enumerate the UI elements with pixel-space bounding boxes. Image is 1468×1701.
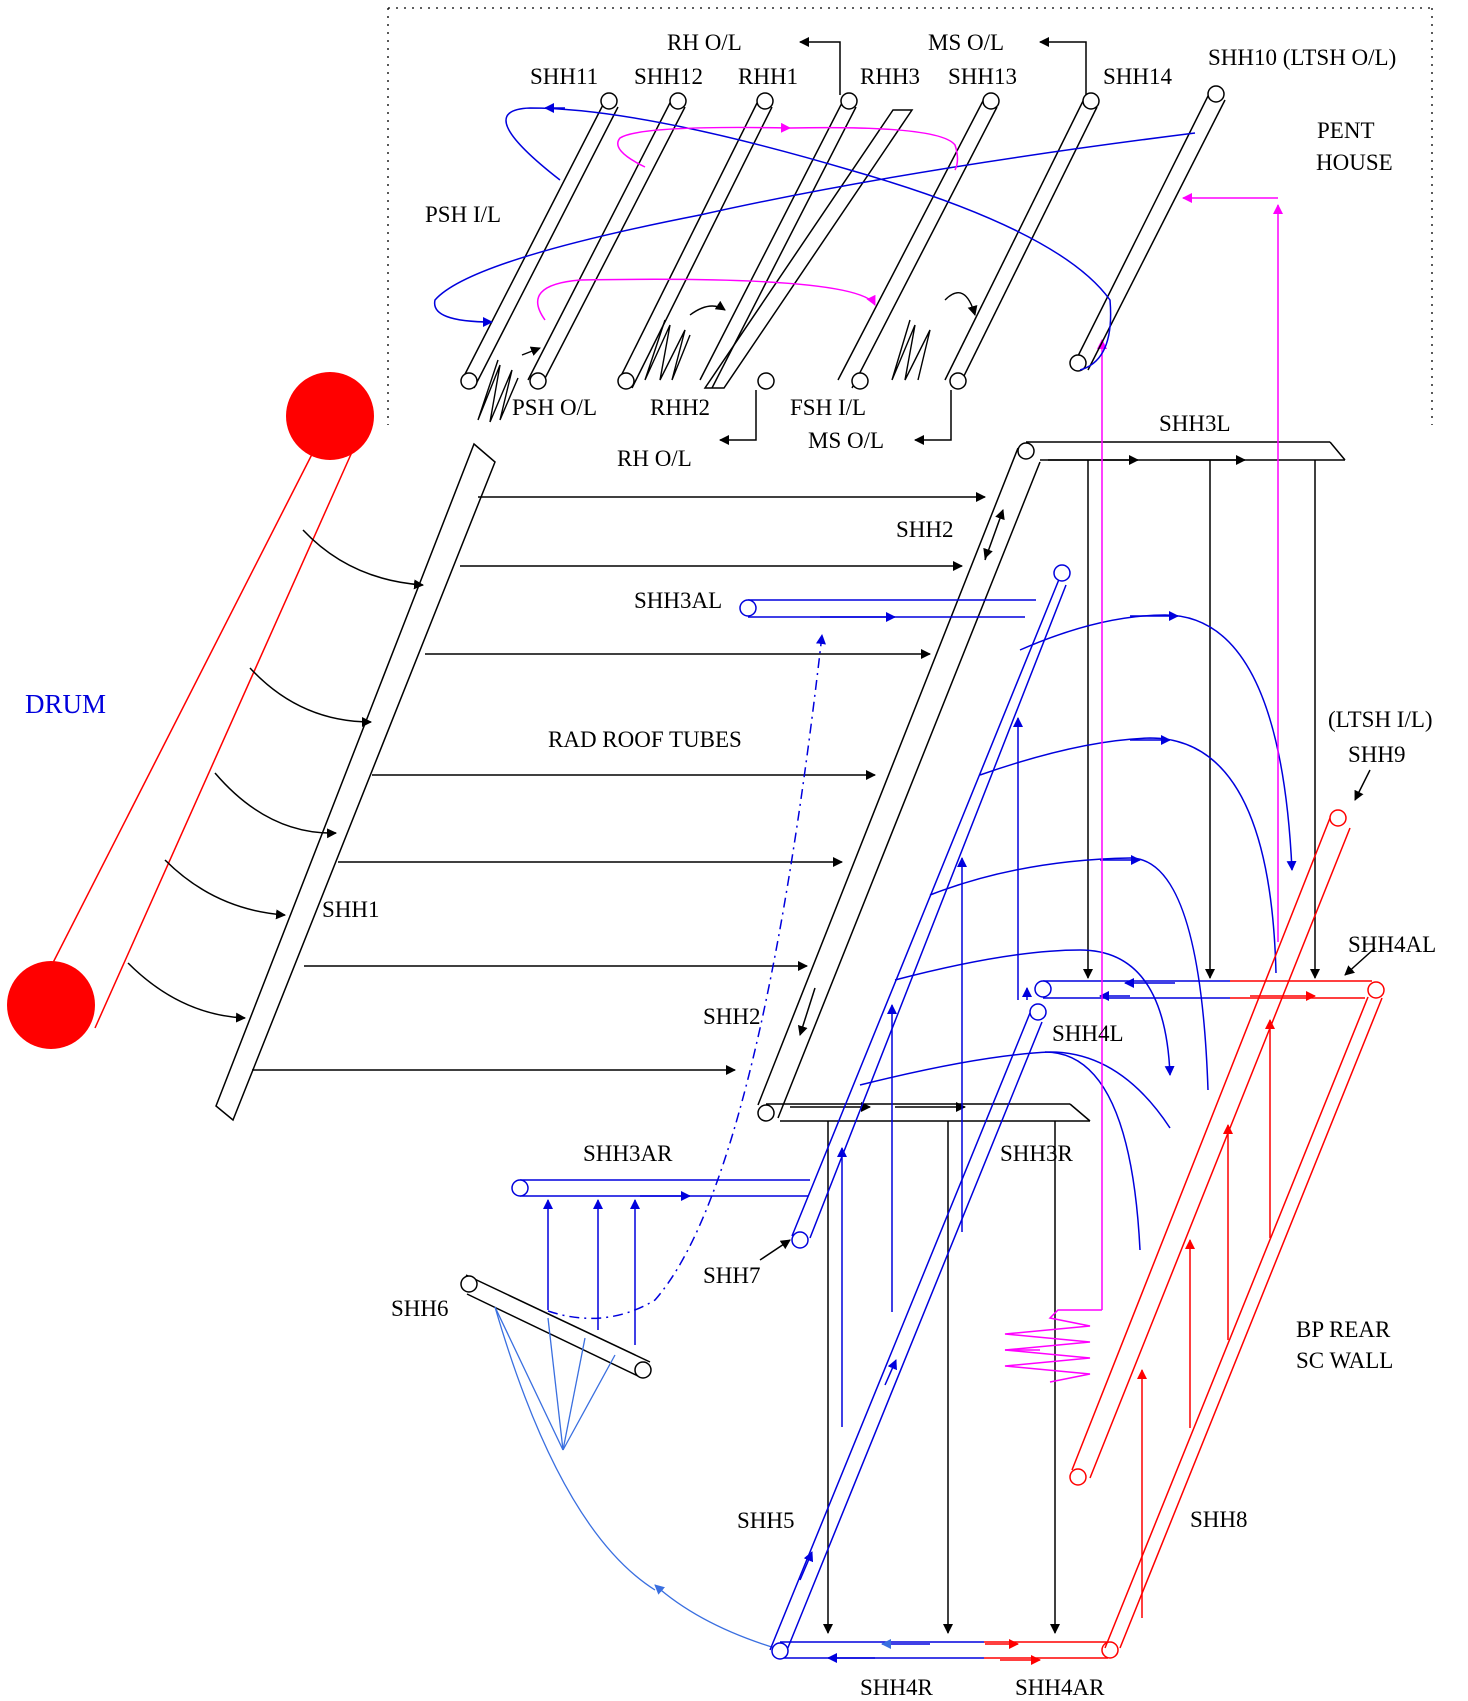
penthouse-loops xyxy=(433,103,1196,371)
shh1-header xyxy=(215,442,496,1122)
shh3al-header xyxy=(739,599,1036,622)
label-ms-ol-bottom: MS O/L xyxy=(808,428,884,453)
label-rh-ol-top: RH O/L xyxy=(667,30,742,55)
shh6-header xyxy=(460,1274,652,1379)
label-fsh-il: FSH I/L xyxy=(790,395,866,420)
label-shh8: SHH8 xyxy=(1190,1507,1248,1532)
label-shh3al: SHH3AL xyxy=(634,588,722,613)
shh8-header xyxy=(1104,996,1383,1649)
label-bp-rear-2: SC WALL xyxy=(1296,1348,1393,1373)
label-psh-il: PSH I/L xyxy=(425,202,501,227)
shh4ar-header xyxy=(984,1639,1119,1665)
label-rh-ol-bottom: RH O/L xyxy=(617,446,692,471)
label-ltsh-il: (LTSH I/L) xyxy=(1328,707,1433,732)
penthouse-coils xyxy=(477,292,978,423)
drum-bottom-end xyxy=(7,961,95,1049)
shh7-header xyxy=(791,564,1071,1249)
shh6-to-shh3ar-risers xyxy=(543,1199,640,1345)
labels: DRUM RAD ROOF TUBES PENT HOUSE BP REAR S… xyxy=(25,30,1436,1700)
label-pent-house-1: PENT xyxy=(1317,118,1375,143)
shh4al-header xyxy=(1230,980,1385,1001)
drum-top-end xyxy=(286,372,374,460)
label-shh2-top: SHH2 xyxy=(896,517,954,542)
label-rhh3: RHH3 xyxy=(860,64,920,89)
label-rad-roof-tubes: RAD ROOF TUBES xyxy=(548,727,742,752)
label-pent-house-2: HOUSE xyxy=(1316,150,1393,175)
pointer-arrows xyxy=(759,769,1376,1261)
rad-roof-tube-arrows xyxy=(252,492,986,1075)
shh3l-downcomers xyxy=(1083,460,1320,979)
label-shh11: SHH11 xyxy=(530,64,598,89)
label-shh2-bottom: SHH2 xyxy=(703,1004,761,1029)
magenta-ltsh-link xyxy=(1004,193,1283,1383)
red-risers xyxy=(1137,1019,1275,1618)
shh5-header xyxy=(769,1003,1047,1651)
label-psh-ol: PSH O/L xyxy=(512,395,597,420)
label-shh1: SHH1 xyxy=(322,897,380,922)
label-shh10: SHH10 (LTSH O/L) xyxy=(1208,45,1396,70)
blue-curved-tubes xyxy=(859,611,1297,1251)
outlet-brackets xyxy=(719,37,1087,445)
label-shh5: SHH5 xyxy=(737,1508,795,1533)
label-shh9: SHH9 xyxy=(1348,742,1406,767)
drum-feed-curves xyxy=(127,529,424,1023)
drum xyxy=(7,372,374,1049)
shh6-to-shh3al-dashdot xyxy=(547,634,826,1320)
label-bp-rear-1: BP REAR xyxy=(1296,1317,1391,1342)
shh3ar-header xyxy=(511,1179,810,1201)
blue-risers xyxy=(837,717,1032,1427)
shh3r-header xyxy=(757,1102,1091,1122)
label-shh4ar: SHH4AR xyxy=(1015,1675,1105,1700)
label-shh4r: SHH4R xyxy=(860,1675,934,1700)
label-shh4l: SHH4L xyxy=(1052,1021,1124,1046)
label-shh3r: SHH3R xyxy=(1000,1141,1074,1166)
label-drum: DRUM xyxy=(25,689,106,719)
pent-house-boundary xyxy=(387,7,1433,425)
label-shh3ar: SHH3AR xyxy=(583,1141,673,1166)
label-shh13: SHH13 xyxy=(948,64,1017,89)
label-shh6: SHH6 xyxy=(391,1296,449,1321)
shh3l-header xyxy=(1017,441,1346,465)
label-shh3l: SHH3L xyxy=(1159,411,1231,436)
shh6-fan-tubes xyxy=(494,1306,776,1649)
shh2-flow-arrows xyxy=(797,509,1005,1036)
shh9-header xyxy=(1069,809,1351,1486)
shh4l-header xyxy=(1034,978,1230,1001)
shh4r-header xyxy=(771,1639,984,1663)
label-ms-ol-top: MS O/L xyxy=(928,30,1004,55)
shh3r-downcomers xyxy=(823,1121,1060,1634)
label-rhh1: RHH1 xyxy=(738,64,798,89)
label-shh7: SHH7 xyxy=(703,1263,761,1288)
shh2-header xyxy=(757,447,1041,1119)
label-shh14: SHH14 xyxy=(1103,64,1173,89)
penthouse-headers xyxy=(460,85,1226,390)
label-shh12: SHH12 xyxy=(634,64,703,89)
label-rhh2: RHH2 xyxy=(650,395,710,420)
label-shh4al: SHH4AL xyxy=(1348,932,1436,957)
